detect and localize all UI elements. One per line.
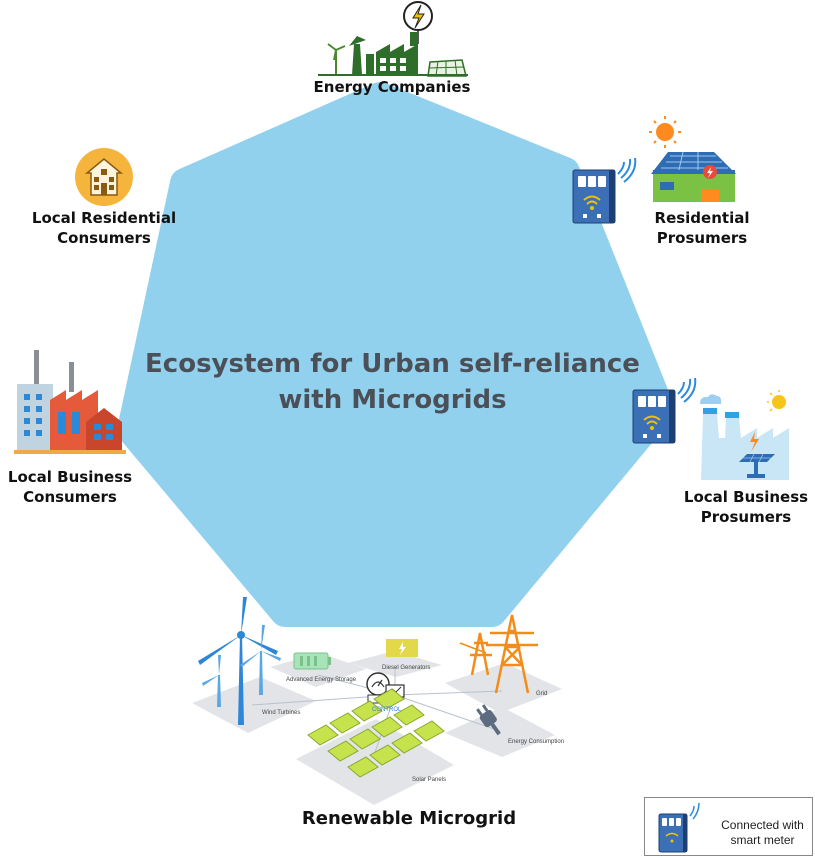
microgrid-diesel-label: Diesel Generators (382, 665, 430, 671)
smart-meter-icon (632, 378, 697, 444)
smart-meter-icon (658, 802, 700, 853)
local-business-prosumers-line1: Local Business (683, 488, 809, 506)
local-business-prosumers-label: Local Business Prosumers (676, 487, 815, 527)
legend-line2: smart meter (730, 833, 795, 847)
microgrid-wind-label: Wind Turbines (262, 710, 300, 716)
legend: Connected with smart meter (644, 797, 813, 856)
local-business-consumers-label: Local Business Consumers (0, 467, 140, 507)
microgrid-solar-label: Solar Panels (412, 777, 446, 783)
local-business-consumers-line2: Consumers (23, 488, 117, 506)
energy-companies-label: Energy Companies (313, 78, 471, 96)
local-business-consumers-line1: Local Business (7, 468, 133, 486)
legend-line1: Connected with (721, 818, 804, 832)
center-title-line2: with Microgrids (278, 385, 507, 415)
legend-text: Connected with smart meter (715, 818, 810, 848)
house-circle-icon (75, 148, 133, 206)
industrial-buildings-icon (14, 350, 126, 454)
residential-prosumers-line1: Residential (654, 209, 750, 227)
factory-windmill-icon (318, 1, 468, 77)
solar-house-icon (649, 116, 736, 202)
local-residential-consumers-line2: Consumers (57, 229, 151, 247)
renewable-microgrid-label: Renewable Microgrid (301, 808, 517, 829)
center-title-line1: Ecosystem for Urban self-reliance (145, 349, 640, 379)
microgrid-grid-label: Grid (536, 691, 547, 697)
wind-turbine-icon (198, 597, 281, 725)
microgrid-icon: Advanced Energy Storage Diesel Generator… (192, 597, 564, 805)
local-residential-consumers-line1: Local Residential (31, 209, 177, 227)
residential-prosumers-label: Residential Prosumers (632, 208, 772, 248)
smart-meter-icon (572, 158, 637, 224)
local-business-prosumers-line2: Prosumers (700, 508, 792, 526)
center-title: Ecosystem for Urban self-reliance with M… (140, 346, 645, 418)
solar-factory-icon (700, 390, 789, 480)
microgrid-storage-label: Advanced Energy Storage (286, 677, 357, 683)
residential-prosumers-line2: Prosumers (656, 229, 748, 247)
local-residential-consumers-label: Local Residential Consumers (24, 208, 184, 248)
microgrid-consumption-label: Energy Consumption (508, 739, 564, 745)
microgrid-control-label: CONTROL (372, 707, 402, 713)
